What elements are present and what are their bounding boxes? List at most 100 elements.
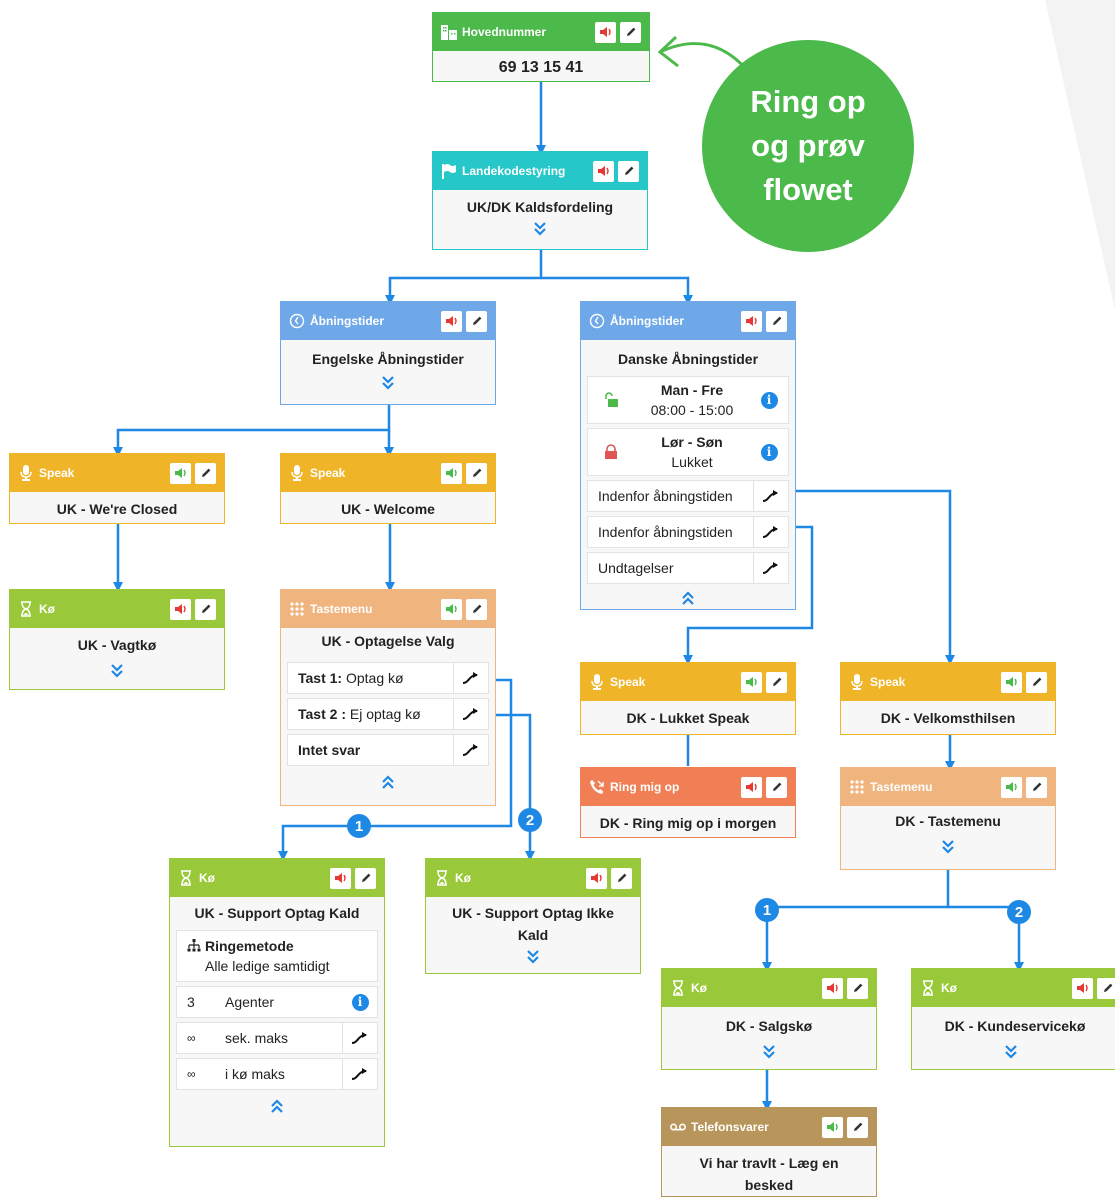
max-seconds-row[interactable]: ∞sek. maks xyxy=(176,1022,378,1054)
expand-chevron-icon[interactable] xyxy=(10,660,224,680)
node-dk-telefonsvarer[interactable]: Telefonsvarer Vi har travlt - Læg en bes… xyxy=(661,1107,877,1197)
node-type-label: Kø xyxy=(941,981,957,995)
edit-button[interactable] xyxy=(620,21,641,43)
node-dk-tastemenu[interactable]: Tastemenu DK - Tastemenu xyxy=(840,767,1056,870)
edit-button[interactable] xyxy=(766,310,787,332)
node-hovednummer[interactable]: Hovednummer 69 13 15 41 xyxy=(432,12,650,82)
expand-chevron-icon[interactable] xyxy=(662,1041,876,1061)
route-arrow-icon[interactable] xyxy=(453,663,488,693)
node-uk-support-optag[interactable]: Kø UK - Support Optag Kald Ringemetode A… xyxy=(169,858,385,1147)
edit-button[interactable] xyxy=(355,867,376,889)
edit-button[interactable] xyxy=(195,598,216,620)
node-dk-kundeservice[interactable]: Kø DK - Kundeservicekø xyxy=(911,968,1115,1070)
ring-method-row[interactable]: Ringemetode Alle ledige samtidigt xyxy=(176,930,378,982)
microphone-icon xyxy=(589,674,605,690)
node-title: DK - Lukket Speak xyxy=(626,710,750,726)
expand-chevron-icon[interactable] xyxy=(912,1041,1115,1061)
node-abningstider-uk[interactable]: Åbningstider Engelske Åbningstider xyxy=(280,301,496,405)
edit-button[interactable] xyxy=(847,977,868,999)
node-uk-closed[interactable]: Speak UK - We're Closed xyxy=(9,453,225,524)
info-icon[interactable]: i xyxy=(343,993,377,1011)
route-arrow-icon[interactable] xyxy=(453,699,488,729)
node-uk-welcome[interactable]: Speak UK - Welcome xyxy=(280,453,496,524)
edit-button[interactable] xyxy=(466,310,487,332)
edit-button[interactable] xyxy=(466,462,487,484)
route-arrow-icon[interactable] xyxy=(342,1059,377,1089)
route-arrow-icon[interactable] xyxy=(342,1023,377,1053)
max-queue-row[interactable]: ∞i kø maks xyxy=(176,1058,378,1090)
edit-button[interactable] xyxy=(1026,776,1047,798)
node-title: 69 13 15 41 xyxy=(498,59,584,76)
edit-button[interactable] xyxy=(618,160,639,182)
branch-row[interactable]: Indenfor åbningstiden xyxy=(587,516,789,548)
expand-chevron-icon[interactable] xyxy=(841,836,1055,856)
branch-row[interactable]: Indenfor åbningstiden xyxy=(587,480,789,512)
sound-button[interactable] xyxy=(330,867,351,889)
menu-option-row[interactable]: Tast 2 : Ej optag kø xyxy=(287,698,489,730)
sound-button[interactable] xyxy=(741,776,762,798)
node-landekode[interactable]: Landekodestyring UK/DK Kaldsfordeling xyxy=(432,151,648,250)
sound-button[interactable] xyxy=(170,462,191,484)
collapse-chevron-icon[interactable] xyxy=(281,772,495,792)
node-uk-support-ikke[interactable]: Kø UK - Support Optag Ikke Kald xyxy=(425,858,641,974)
sound-button[interactable] xyxy=(741,310,762,332)
node-dk-salgsko[interactable]: Kø DK - Salgskø xyxy=(661,968,877,1070)
sound-button[interactable] xyxy=(441,462,462,484)
edit-button[interactable] xyxy=(611,867,632,889)
expand-chevron-icon[interactable] xyxy=(426,946,640,966)
branch-row[interactable]: Undtagelser xyxy=(587,552,789,584)
node-title: Danske Åbningstider xyxy=(617,351,759,367)
microphone-icon xyxy=(18,465,34,481)
unlock-icon xyxy=(588,392,634,408)
expand-chevron-icon[interactable] xyxy=(281,372,495,392)
edit-button[interactable] xyxy=(1026,671,1047,693)
sound-button[interactable] xyxy=(170,598,191,620)
info-icon[interactable]: i xyxy=(750,391,788,409)
sound-button[interactable] xyxy=(1072,977,1093,999)
node-title: DK - Kundeservicekø xyxy=(944,1018,1086,1034)
sound-button[interactable] xyxy=(822,1116,843,1138)
node-uk-vagtko[interactable]: Kø UK - Vagtkø xyxy=(9,589,225,690)
sound-button[interactable] xyxy=(586,867,607,889)
collapse-chevron-icon[interactable] xyxy=(581,588,795,608)
sound-button[interactable] xyxy=(595,21,616,43)
max-queue-label: i kø maks xyxy=(225,1066,285,1082)
clock-icon xyxy=(589,313,605,329)
slot-days: Lør - Søn xyxy=(661,434,723,450)
node-title: UK - Optagelse Valg xyxy=(321,633,455,649)
node-dk-ringmigop[interactable]: Ring mig op DK - Ring mig op i morgen xyxy=(580,767,796,838)
route-arrow-icon[interactable] xyxy=(753,553,788,583)
callout-line-3: flowet xyxy=(763,172,853,207)
edit-button[interactable] xyxy=(466,598,487,620)
node-type-label: Tastemenu xyxy=(870,780,933,794)
route-arrow-icon[interactable] xyxy=(453,735,488,765)
node-dk-lukket[interactable]: Speak DK - Lukket Speak xyxy=(580,662,796,735)
edit-button[interactable] xyxy=(195,462,216,484)
edit-button[interactable] xyxy=(1097,977,1115,999)
node-type-label: Kø xyxy=(39,602,55,616)
sound-button[interactable] xyxy=(741,671,762,693)
node-abningstider-dk[interactable]: Åbningstider Danske Åbningstider Man - F… xyxy=(580,301,796,610)
sound-button[interactable] xyxy=(441,598,462,620)
route-arrow-icon[interactable] xyxy=(753,481,788,511)
sound-button[interactable] xyxy=(822,977,843,999)
expand-chevron-icon[interactable] xyxy=(433,218,647,238)
route-arrow-icon[interactable] xyxy=(753,517,788,547)
menu-option-row[interactable]: Intet svar xyxy=(287,734,489,766)
info-icon[interactable]: i xyxy=(750,443,788,461)
edit-button[interactable] xyxy=(766,776,787,798)
node-title: DK - Ring mig op i morgen xyxy=(599,815,777,831)
edit-button[interactable] xyxy=(766,671,787,693)
sound-button[interactable] xyxy=(593,160,614,182)
sound-button[interactable] xyxy=(1001,671,1022,693)
node-dk-velkomst[interactable]: Speak DK - Velkomsthilsen xyxy=(840,662,1056,735)
edit-button[interactable] xyxy=(847,1116,868,1138)
menu-option-row[interactable]: Tast 1: Optag kø xyxy=(287,662,489,694)
collapse-chevron-icon[interactable] xyxy=(170,1096,384,1116)
keypad-icon xyxy=(849,779,865,795)
sound-button[interactable] xyxy=(441,310,462,332)
node-uk-tastemenu[interactable]: Tastemenu UK - Optagelse Valg Tast 1: Op… xyxy=(280,589,496,806)
sound-button[interactable] xyxy=(1001,776,1022,798)
